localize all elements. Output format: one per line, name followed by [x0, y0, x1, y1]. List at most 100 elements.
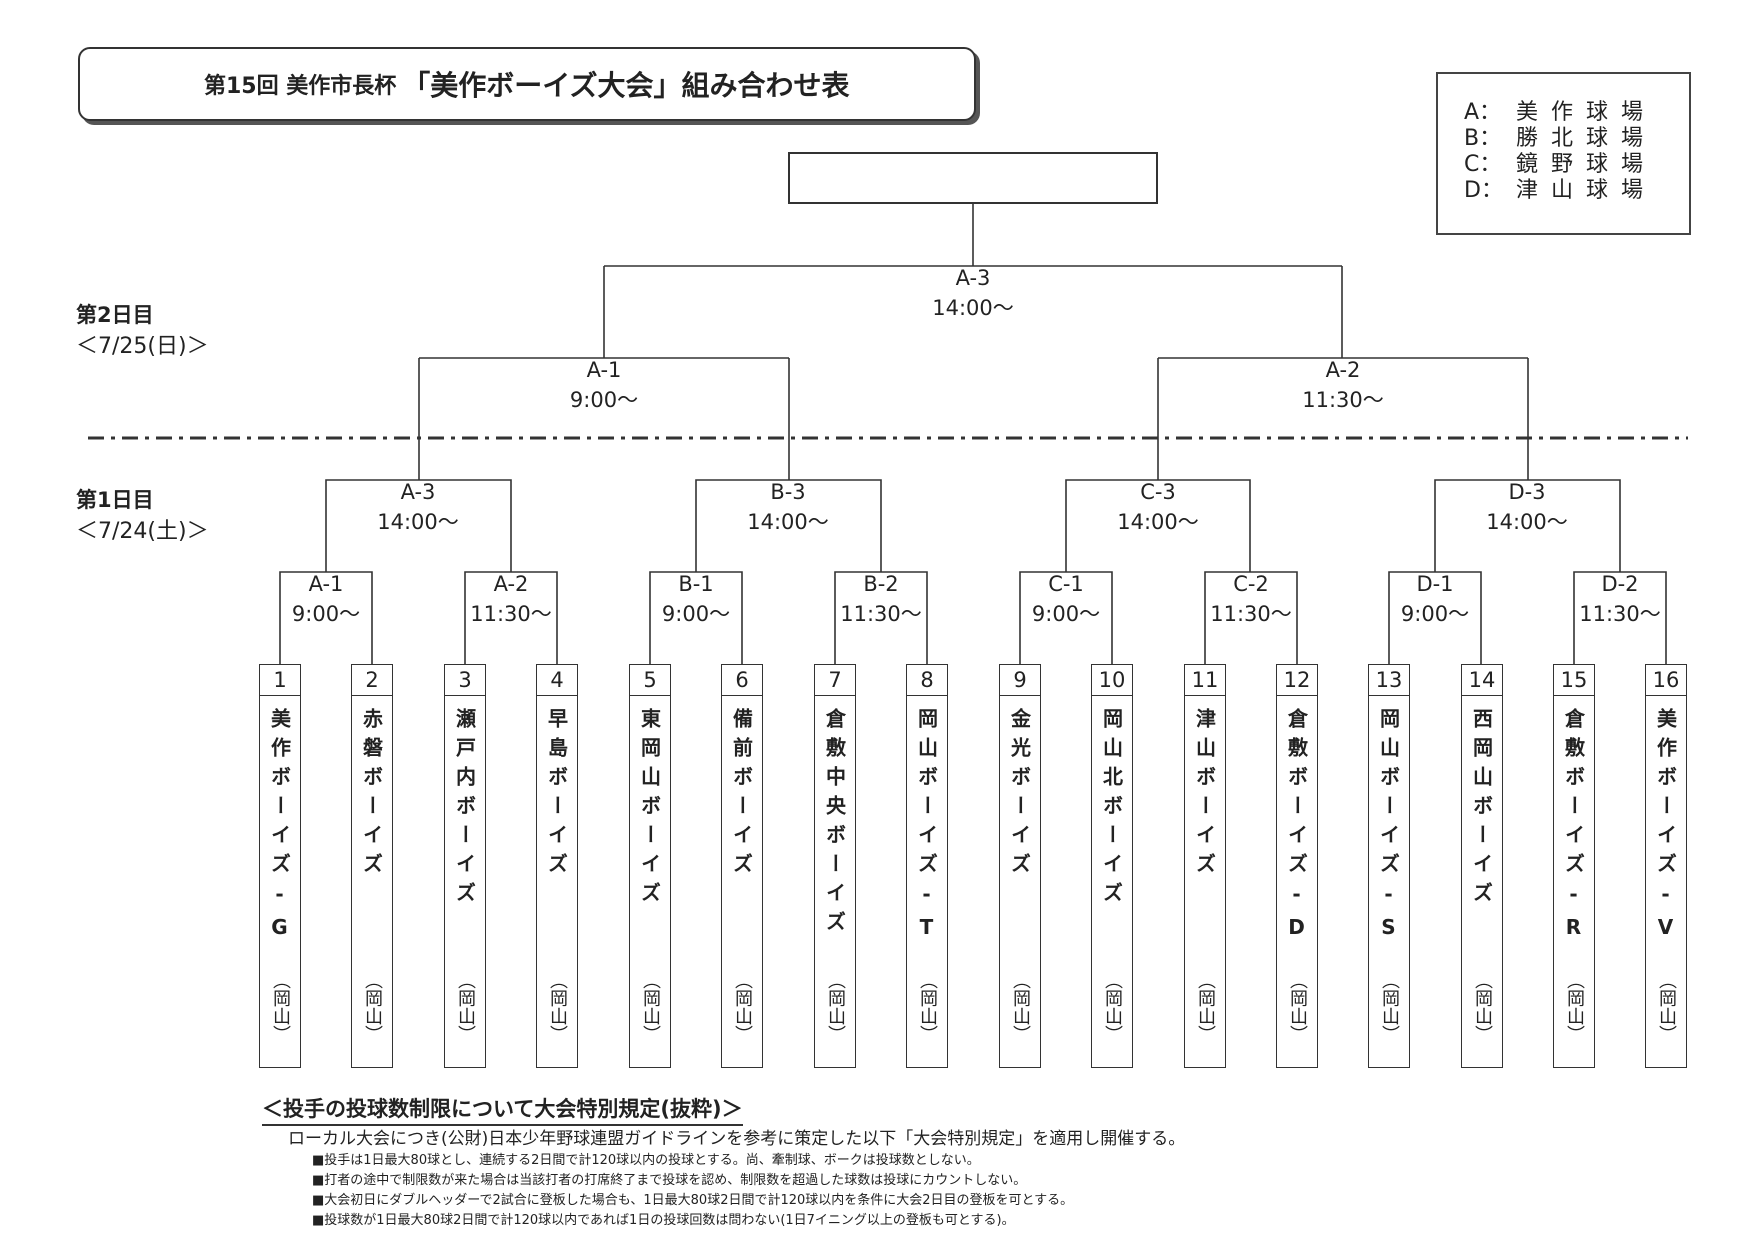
rule-item: ■投手は1日最大80球とし、連続する2日間で計120球以内の投球とする。尚、牽制…	[312, 1153, 980, 1168]
match-first-round: D-2 11:30～	[1570, 569, 1670, 629]
champion-box	[788, 152, 1158, 204]
team-prefecture: （岡山）	[455, 971, 476, 1043]
match-time: 11:30～	[1579, 602, 1661, 626]
match-code: A-2	[1325, 358, 1361, 382]
team-number: 14	[1462, 665, 1502, 696]
rules-title: ＜投手の投球数制限について大会特別規定(抜粋)＞	[262, 1093, 743, 1126]
match-code: A-1	[586, 358, 622, 382]
match-day2-semi: A-2 11:30～	[1293, 355, 1393, 415]
team-number: 11	[1185, 665, 1225, 696]
rule-item: ■大会初日にダブルヘッダーで2試合に登板した場合も、1日最大80球2日間で計12…	[312, 1193, 1074, 1208]
venue-name: 美作球場	[1516, 100, 1657, 125]
team-prefecture: （岡山）	[362, 971, 383, 1043]
title-prefix: 第15回 美作市長杯	[204, 74, 397, 99]
team-prefecture: （岡山）	[1195, 971, 1216, 1043]
team-prefecture: （岡山）	[547, 971, 568, 1043]
venue-key: C：	[1464, 152, 1502, 177]
team-box: 7 倉敷中央ボーイズ （岡山）	[814, 664, 856, 1068]
match-time: 14:00～	[1486, 510, 1568, 534]
team-prefecture: （岡山）	[825, 971, 846, 1043]
team-box: 13 岡山ボーイズ-S （岡山）	[1368, 664, 1410, 1068]
title-main: 「美作ボーイズ大会」組み合わせ表	[402, 69, 850, 102]
team-name: 美作ボーイズ-G	[267, 708, 292, 948]
venue-name: 津山球場	[1516, 178, 1657, 203]
match-time: 14:00～	[932, 296, 1014, 320]
team-name: 西岡山ボーイズ	[1469, 708, 1494, 911]
match-time: 14:00～	[747, 510, 829, 534]
rule-item: ■打者の途中で制限数が来た場合は当該打者の打席終了まで投球を認め、制限数を超過し…	[312, 1173, 1027, 1188]
team-name: 赤磐ボーイズ	[359, 708, 384, 882]
team-prefecture: （岡山）	[1010, 971, 1031, 1043]
day2-label: 第2日目	[76, 303, 154, 327]
team-name: 瀬戸内ボーイズ	[452, 708, 477, 911]
team-box: 1 美作ボーイズ-G （岡山）	[259, 664, 301, 1068]
rules-intro: ローカル大会につき(公財)日本少年野球連盟ガイドラインを参考に策定した以下「大会…	[288, 1129, 1186, 1149]
team-prefecture: （岡山）	[1564, 971, 1585, 1043]
match-time: 9:00～	[1400, 602, 1470, 626]
match-code: D-2	[1601, 572, 1639, 596]
venue-key: A：	[1464, 100, 1502, 125]
match-first-round: A-2 11:30～	[461, 569, 561, 629]
title-box: 第15回 美作市長杯 「美作ボーイズ大会」組み合わせ表	[78, 47, 976, 121]
match-code: D-1	[1416, 572, 1454, 596]
venue-name: 勝北球場	[1516, 126, 1657, 151]
match-time: 9:00～	[291, 602, 361, 626]
match-time: 11:30～	[840, 602, 922, 626]
venue-key: B：	[1464, 126, 1502, 151]
day1-label: 第1日目	[76, 488, 154, 512]
team-number: 6	[722, 665, 762, 696]
team-name: 美作ボーイズ-V	[1653, 708, 1678, 948]
match-code: C-2	[1233, 572, 1269, 596]
match-first-round: A-1 9:00～	[276, 569, 376, 629]
team-prefecture: （岡山）	[1472, 971, 1493, 1043]
match-time: 14:00～	[1117, 510, 1199, 534]
match-time: 14:00～	[377, 510, 459, 534]
team-number: 4	[537, 665, 577, 696]
team-prefecture: （岡山）	[1287, 971, 1308, 1043]
team-number: 1	[260, 665, 300, 696]
match-time: 9:00～	[1031, 602, 1101, 626]
match-code: A-3	[400, 480, 436, 504]
team-box: 10 岡山北ボーイズ （岡山）	[1091, 664, 1133, 1068]
team-name: 津山ボーイズ	[1192, 708, 1217, 882]
team-prefecture: （岡山）	[1656, 971, 1677, 1043]
team-box: 5 東岡山ボーイズ （岡山）	[629, 664, 671, 1068]
team-box: 14 西岡山ボーイズ （岡山）	[1461, 664, 1503, 1068]
team-box: 3 瀬戸内ボーイズ （岡山）	[444, 664, 486, 1068]
team-number: 15	[1554, 665, 1594, 696]
match-code: B-2	[863, 572, 899, 596]
match-day1-semi: D-3 14:00～	[1477, 477, 1577, 537]
team-number: 13	[1369, 665, 1409, 696]
team-box: 8 岡山ボーイズ-T （岡山）	[906, 664, 948, 1068]
match-code: B-3	[770, 480, 806, 504]
team-name: 岡山北ボーイズ	[1099, 708, 1124, 911]
team-prefecture: （岡山）	[1102, 971, 1123, 1043]
team-name: 倉敷ボーイズ-R	[1561, 708, 1586, 948]
team-box: 6 備前ボーイズ （岡山）	[721, 664, 763, 1068]
team-prefecture: （岡山）	[732, 971, 753, 1043]
match-final: A-3 14:00～	[923, 263, 1023, 323]
team-name: 早島ボーイズ	[544, 708, 569, 882]
team-name: 東岡山ボーイズ	[637, 708, 662, 911]
team-prefecture: （岡山）	[270, 971, 291, 1043]
team-box: 4 早島ボーイズ （岡山）	[536, 664, 578, 1068]
team-number: 7	[815, 665, 855, 696]
match-first-round: C-1 9:00～	[1016, 569, 1116, 629]
team-number: 3	[445, 665, 485, 696]
team-box: 9 金光ボーイズ （岡山）	[999, 664, 1041, 1068]
team-name: 金光ボーイズ	[1007, 708, 1032, 882]
team-prefecture: （岡山）	[1379, 971, 1400, 1043]
match-code: D-3	[1508, 480, 1546, 504]
venue-row: A： 美作球場	[1438, 100, 1689, 126]
match-day1-semi: B-3 14:00～	[738, 477, 838, 537]
rule-item: ■投球数が1日最大80球2日間で計120球以内であれば1日の投球回数は問わない(…	[312, 1213, 1015, 1228]
match-first-round: B-2 11:30～	[831, 569, 931, 629]
match-time: 9:00～	[569, 388, 639, 412]
match-code: B-1	[678, 572, 714, 596]
day2-date: ＜7/25(日)＞	[76, 334, 209, 359]
team-name: 倉敷中央ボーイズ	[822, 708, 847, 940]
day1-date: ＜7/24(土)＞	[76, 519, 209, 544]
team-prefecture: （岡山）	[917, 971, 938, 1043]
team-number: 2	[352, 665, 392, 696]
match-day2-semi: A-1 9:00～	[554, 355, 654, 415]
